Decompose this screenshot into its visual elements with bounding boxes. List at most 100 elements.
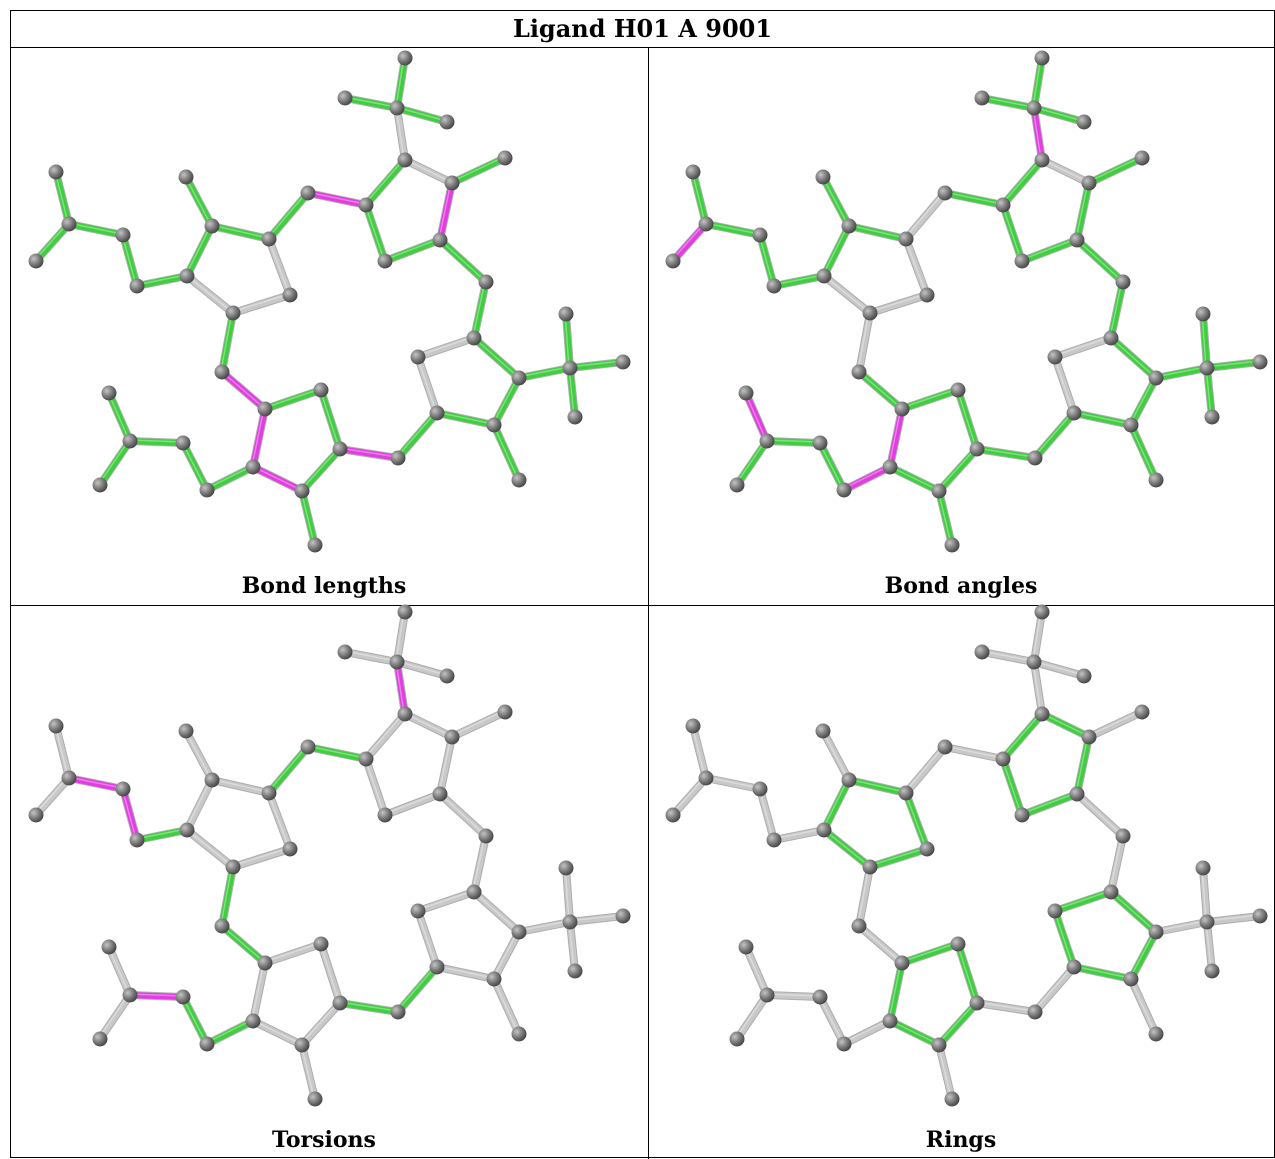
atom (377, 807, 393, 823)
bond (317, 386, 344, 453)
bond (1152, 364, 1211, 382)
atom (931, 483, 947, 499)
atom (974, 644, 990, 660)
bond (183, 776, 216, 834)
atom (1115, 274, 1131, 290)
bond (886, 463, 943, 495)
atom (898, 785, 914, 801)
atom (937, 739, 953, 755)
bond (973, 999, 1039, 1016)
bond (1073, 179, 1093, 244)
atom (1034, 604, 1050, 620)
bond (973, 445, 1039, 462)
bond (208, 776, 273, 797)
bond (1051, 353, 1078, 417)
bond (96, 991, 134, 1043)
atom (995, 197, 1011, 213)
atom (214, 364, 230, 380)
bond (433, 963, 498, 983)
bond (448, 154, 509, 187)
bond (218, 863, 237, 930)
atom (950, 936, 966, 952)
atom (919, 841, 935, 857)
bond (298, 999, 344, 1049)
atom (1134, 704, 1150, 720)
atom (61, 216, 77, 232)
bond (208, 222, 273, 243)
atom (478, 274, 494, 290)
atom (204, 772, 220, 788)
atom (567, 963, 583, 979)
atom (332, 441, 348, 457)
atom (179, 822, 195, 838)
atom (615, 354, 631, 370)
bond (770, 826, 828, 844)
bond (1203, 358, 1264, 372)
bond (96, 437, 134, 489)
bond (756, 231, 778, 290)
bond (855, 309, 874, 376)
bond (490, 421, 523, 484)
atom (1199, 360, 1215, 376)
bond (855, 368, 906, 413)
atom (92, 477, 108, 493)
bond (381, 236, 444, 265)
bond (203, 463, 257, 494)
atom (894, 401, 910, 417)
atom (759, 433, 775, 449)
atom (567, 409, 583, 425)
atom (665, 807, 681, 823)
bond (182, 727, 216, 784)
atom (28, 807, 44, 823)
bond (203, 1017, 257, 1048)
atom (685, 718, 701, 734)
atom (511, 472, 527, 488)
bond (855, 922, 906, 967)
bond (119, 785, 141, 844)
bond (886, 1017, 943, 1049)
atom (1148, 924, 1164, 940)
atom (1027, 450, 1043, 466)
atom (337, 90, 353, 106)
bond (902, 235, 931, 299)
atom (1148, 1026, 1164, 1042)
bond (770, 272, 828, 290)
atom (294, 483, 310, 499)
atom (931, 1037, 947, 1053)
bond (341, 648, 401, 666)
atom (466, 330, 482, 346)
bond (133, 826, 191, 844)
panel-label-torsions: Torsions (272, 1127, 376, 1153)
atom (300, 185, 316, 201)
bond (298, 1041, 319, 1103)
atom (974, 90, 990, 106)
atom (937, 185, 953, 201)
atom (175, 435, 191, 451)
bond (562, 864, 574, 926)
atom (836, 482, 852, 498)
bond (126, 991, 187, 1001)
bond (304, 743, 370, 763)
atom (1014, 253, 1030, 269)
bond (898, 940, 962, 967)
bond (249, 959, 269, 1025)
atom (390, 1004, 406, 1020)
bond (52, 722, 73, 782)
atom (1252, 354, 1268, 370)
bond (393, 608, 409, 666)
atom (122, 433, 138, 449)
bond (362, 755, 389, 819)
bond (470, 334, 523, 382)
bond (1107, 334, 1160, 382)
bond (898, 386, 962, 413)
atom (101, 385, 117, 401)
atom (558, 306, 574, 322)
bond (362, 201, 389, 265)
bond (490, 374, 523, 429)
atom (665, 253, 681, 269)
bond (265, 789, 294, 853)
bond (1073, 733, 1093, 798)
atom (497, 704, 513, 720)
bond (470, 888, 523, 936)
atom (759, 987, 775, 1003)
